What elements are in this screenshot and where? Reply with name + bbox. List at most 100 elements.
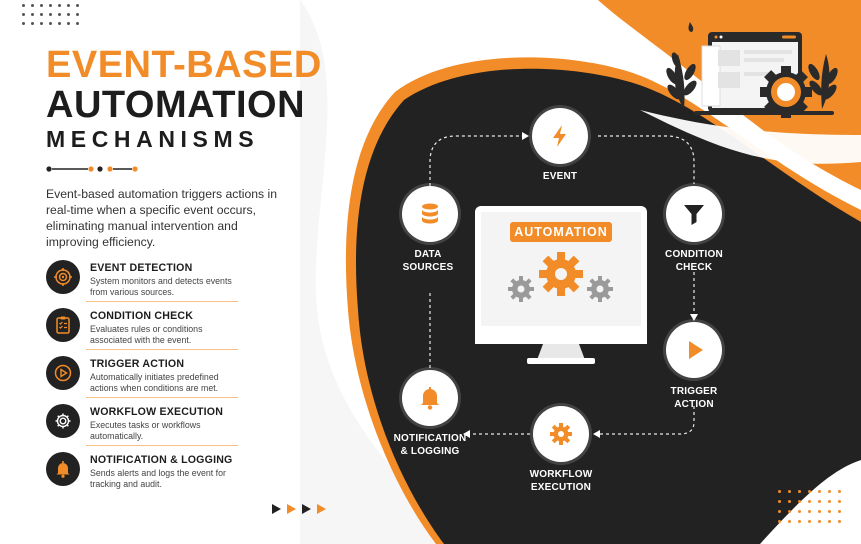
step-title: TRIGGER ACTION [90, 358, 185, 370]
decorative-dots-bottom-right [778, 490, 841, 523]
cycle-node-condition-check [666, 186, 722, 242]
decorative-dot [788, 500, 791, 503]
step-title: WORKFLOW EXECUTION [90, 406, 224, 418]
steps-list: EVENT DETECTION System monitors and dete… [46, 258, 238, 498]
decorative-dot [31, 13, 34, 16]
decorative-dot [828, 500, 831, 503]
cycle-label-event: EVENT [542, 171, 578, 182]
cycle-label-condition-check: CONDITION CHECK [665, 249, 723, 273]
cycle-node-data-sources [402, 186, 458, 242]
decorative-dot [828, 510, 831, 513]
decorative-dot [778, 490, 781, 493]
bell-icon [421, 387, 439, 410]
decorative-dot [49, 13, 52, 16]
decorative-dot [818, 490, 821, 493]
decorative-dot [58, 22, 61, 25]
decorative-dot [788, 510, 791, 513]
decorative-dots-top [22, 4, 79, 25]
target-icon [46, 260, 80, 294]
decorative-dot [31, 22, 34, 25]
decorative-dot [798, 510, 801, 513]
automation-badge: AUTOMATION [510, 222, 612, 242]
step-divider [86, 349, 238, 350]
step-notification-logging: NOTIFICATION & LOGGING Sends alerts and … [46, 450, 238, 498]
decorative-dot [838, 510, 841, 513]
bell-icon [46, 452, 80, 486]
decorative-dot [40, 22, 43, 25]
step-event-detection: EVENT DETECTION System monitors and dete… [46, 258, 238, 306]
decorative-dot [778, 520, 781, 523]
decorative-dot [798, 520, 801, 523]
step-workflow-execution: WORKFLOW EXECUTION Executes tasks or wor… [46, 402, 238, 450]
decorative-dot [798, 490, 801, 493]
decorative-dot [788, 520, 791, 523]
browser-gear-illustration [666, 22, 838, 118]
decorative-dot [818, 500, 821, 503]
decorative-dot [828, 490, 831, 493]
decorative-dot [818, 510, 821, 513]
decorative-dot [22, 13, 25, 16]
decorative-dot [67, 4, 70, 7]
step-title: CONDITION CHECK [90, 310, 194, 322]
decorative-dot [788, 490, 791, 493]
cycle-label-notification-logging: NOTIFICATION & LOGGING [393, 433, 467, 457]
step-divider [86, 397, 238, 398]
decorative-dot [778, 510, 781, 513]
step-desc: Evaluates rules or conditions associated… [90, 324, 203, 345]
title-line-3: MECHANISMS [46, 126, 260, 152]
decorative-dot [76, 4, 79, 7]
decorative-dot [76, 22, 79, 25]
intro-paragraph: Event-based automation triggers actions … [46, 187, 278, 249]
title-line-1: EVENT-BASED [46, 44, 322, 86]
decorative-dot [838, 500, 841, 503]
decorative-dot [40, 13, 43, 16]
cycle-label-data-sources: DATA SOURCES [402, 249, 454, 273]
step-condition-check: CONDITION CHECK Evaluates rules or condi… [46, 306, 238, 354]
decorative-dot [808, 500, 811, 503]
step-title: NOTIFICATION & LOGGING [90, 454, 233, 466]
decorative-dot [808, 510, 811, 513]
play-icon [689, 341, 703, 359]
cycle-label-workflow-execution: WORKFLOW EXECUTION [529, 469, 593, 493]
database-icon [422, 203, 438, 224]
decorative-dot [838, 490, 841, 493]
decorative-dot [22, 4, 25, 7]
step-desc: System monitors and detects events from … [90, 276, 232, 297]
gear-icon [550, 423, 572, 445]
funnel-icon [684, 205, 704, 225]
cycle-label-trigger-action: TRIGGER ACTION [670, 386, 718, 410]
clipboard-icon [46, 308, 80, 342]
play-icon [46, 356, 80, 390]
decorative-dot [798, 500, 801, 503]
decorative-dot [818, 520, 821, 523]
step-desc: Automatically initiates predefined actio… [90, 372, 219, 393]
decorative-dot [58, 4, 61, 7]
lightning-icon [553, 125, 566, 147]
step-desc: Executes tasks or workflows automaticall… [90, 420, 201, 441]
step-divider [86, 301, 238, 302]
cycle-node-trigger-action [666, 322, 722, 378]
step-title: EVENT DETECTION [90, 262, 193, 274]
decorative-dot [49, 22, 52, 25]
gear-icon [46, 404, 80, 438]
cycle-node-event [532, 108, 588, 164]
decorative-dot [22, 22, 25, 25]
step-trigger-action: TRIGGER ACTION Automatically initiates p… [46, 354, 238, 402]
decorative-dot [778, 500, 781, 503]
decorative-arrows [272, 504, 326, 514]
cycle-node-notification-logging [402, 370, 458, 426]
decorative-dot [58, 13, 61, 16]
title-line-2: AUTOMATION [46, 84, 306, 126]
decorative-dot [808, 490, 811, 493]
decorative-dot [31, 4, 34, 7]
step-desc: Sends alerts and logs the event for trac… [90, 468, 226, 489]
cycle-node-workflow-execution [533, 406, 589, 462]
decorative-dot [808, 520, 811, 523]
decorative-dot [76, 13, 79, 16]
step-divider [86, 445, 238, 446]
decorative-dot [838, 520, 841, 523]
decorative-dot [40, 4, 43, 7]
decorative-dot [67, 13, 70, 16]
title-divider [46, 166, 138, 172]
